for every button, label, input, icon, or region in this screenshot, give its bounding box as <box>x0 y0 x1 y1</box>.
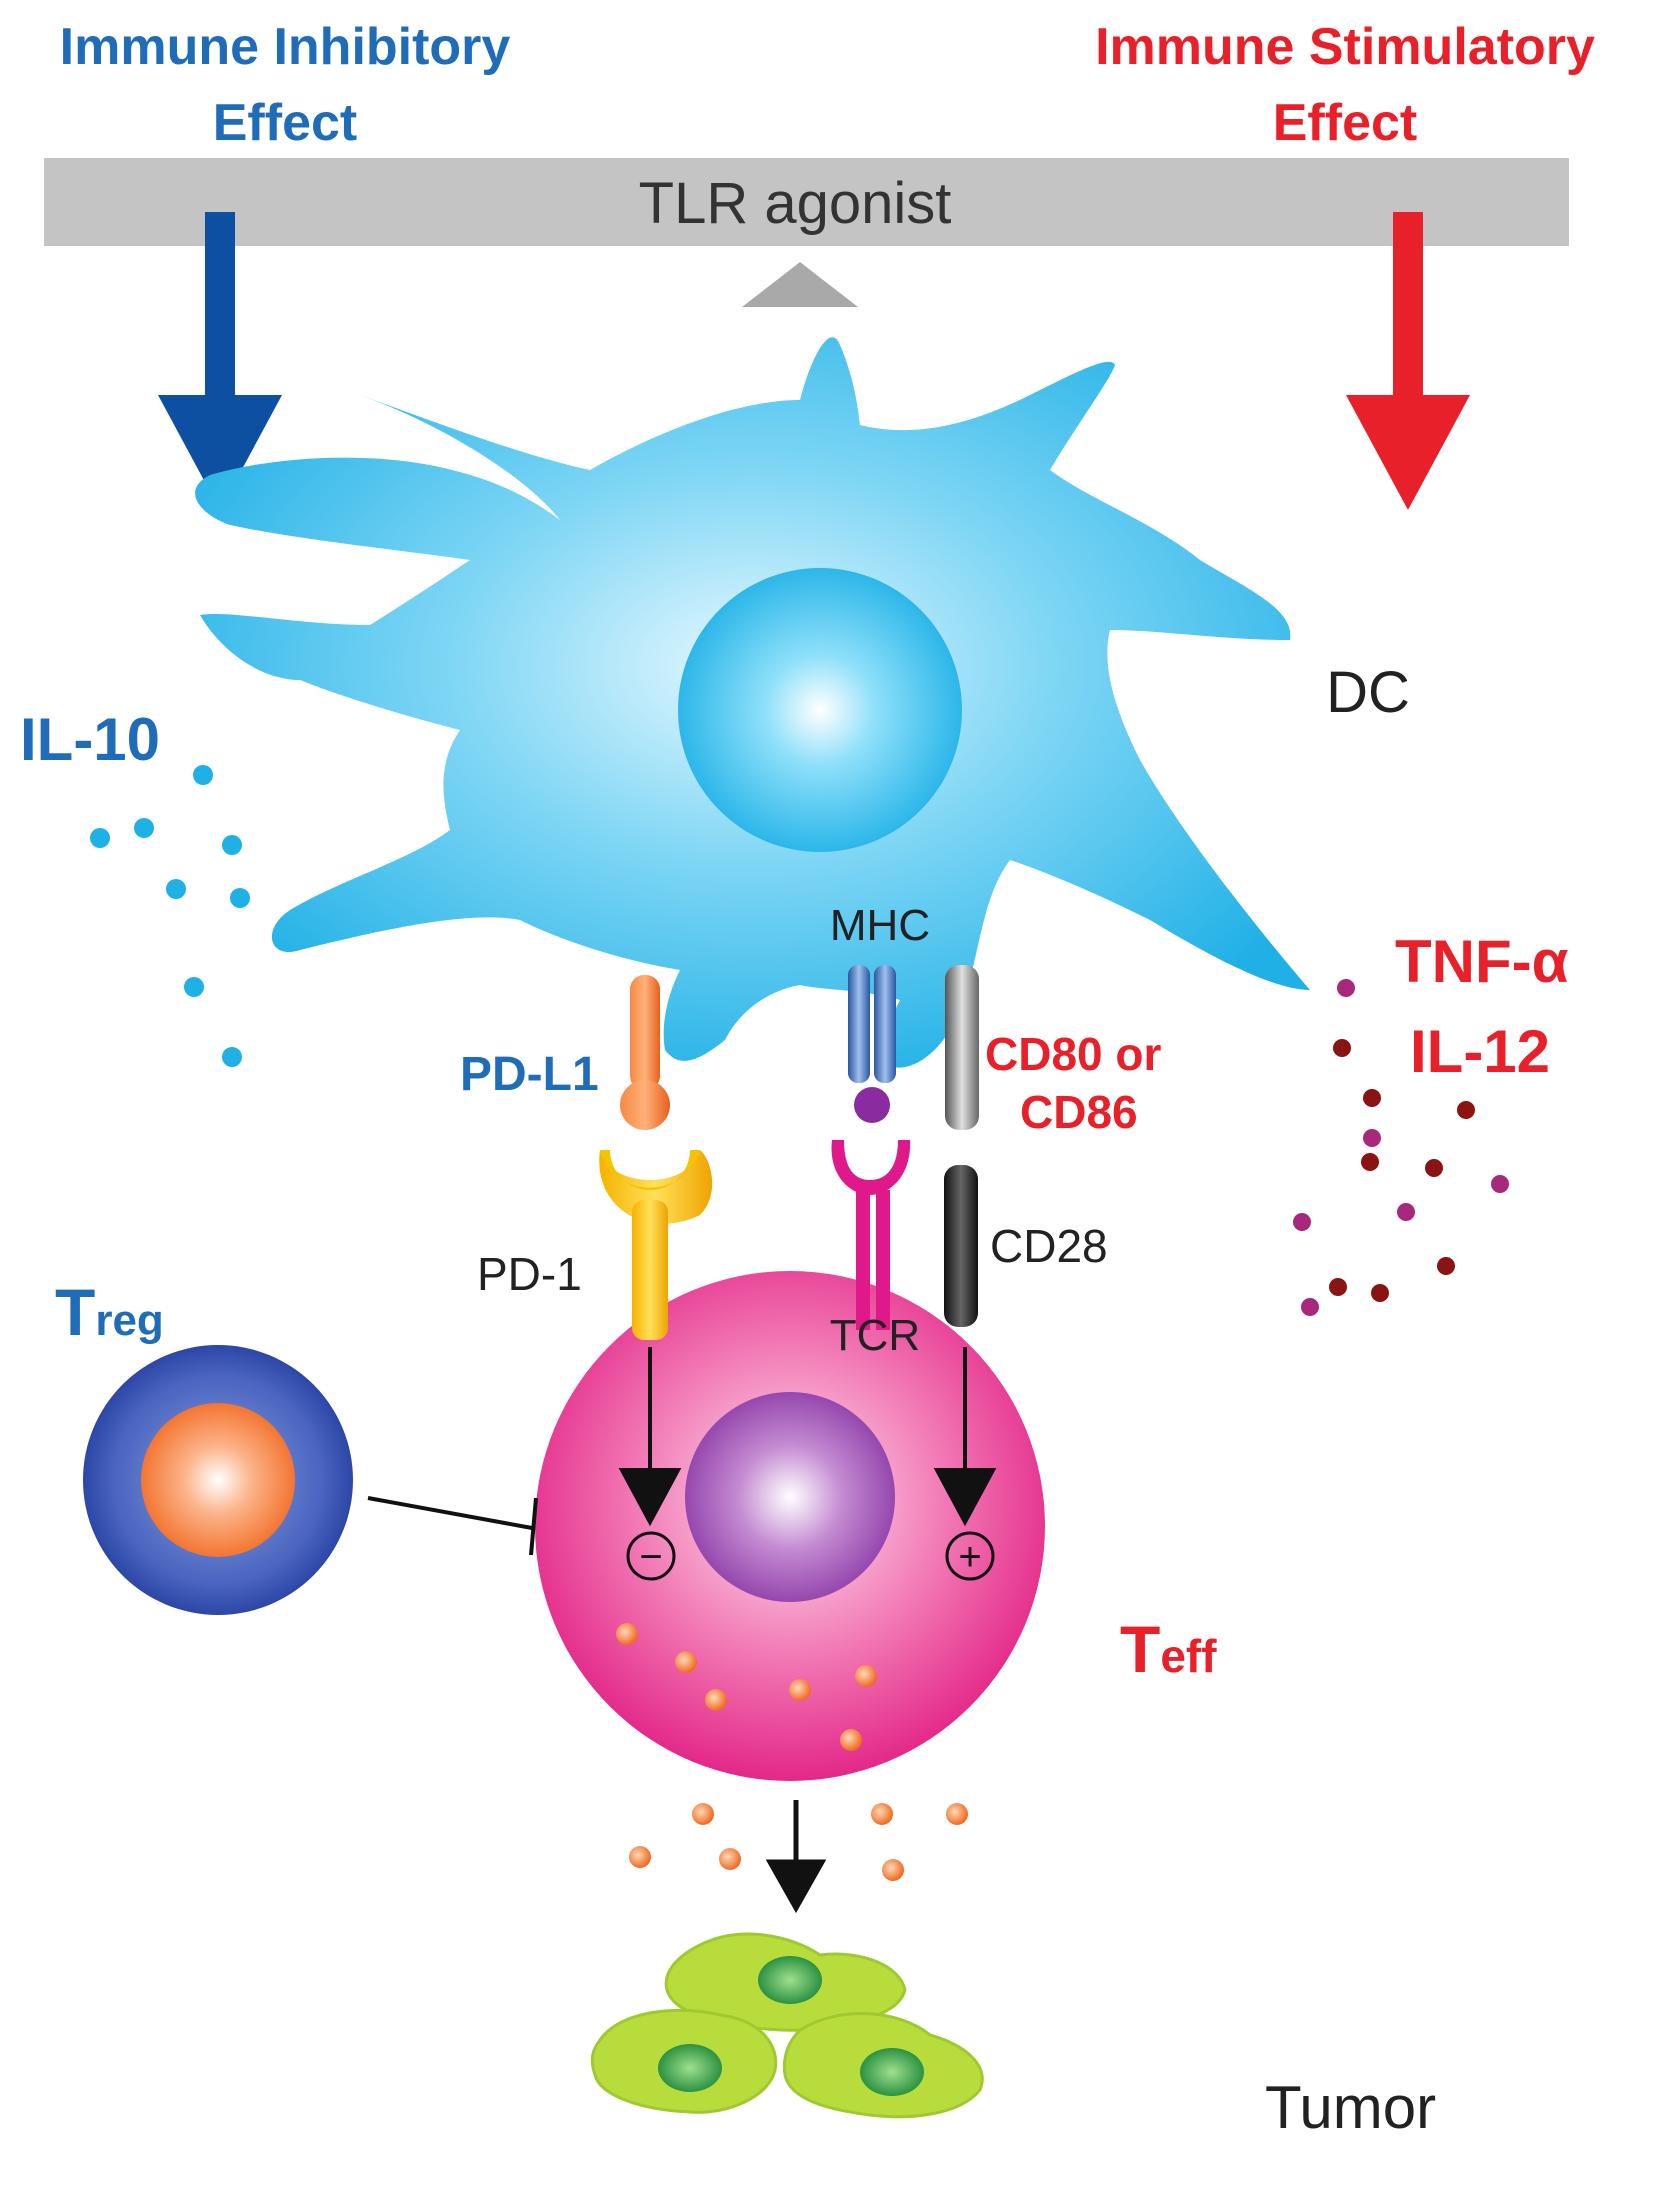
il10-particles <box>90 765 250 1067</box>
stimulatory-title-line2: Effect <box>1273 94 1417 152</box>
stimulatory-arrow <box>1346 212 1470 510</box>
inhibitory-signal-arrow <box>618 1347 682 1527</box>
cd80-receptor <box>945 965 979 1130</box>
treg-inhibition-line <box>367 1496 538 1556</box>
tcr-label: TCR <box>830 1311 920 1360</box>
teff-label: Teff <box>1120 1612 1217 1686</box>
dc-label: DC <box>1326 660 1410 725</box>
tumor-cells <box>590 1932 984 2119</box>
il10-label: IL-10 <box>20 706 160 773</box>
inhibitory-title-line1: Immune Inhibitory <box>60 18 511 76</box>
treg-cell-nucleus <box>141 1403 295 1557</box>
mhc-receptor <box>848 965 896 1123</box>
cd28-receptor <box>944 1165 978 1327</box>
mhc-label: MHC <box>830 901 930 950</box>
il12-label: IL-12 <box>1410 1018 1550 1085</box>
cd28-label: CD28 <box>990 1220 1108 1272</box>
inhibitory-arrow <box>158 212 282 510</box>
cd80-label-line2: CD86 <box>1020 1086 1138 1138</box>
tumor-label: Tumor <box>1265 2074 1436 2141</box>
minus-sign: − <box>626 1531 676 1581</box>
tlr-agonist-triangle <box>742 262 858 307</box>
cytotoxic-arrow <box>765 1800 827 1914</box>
treg-label: Treg <box>55 1275 164 1349</box>
tlr-agonist-bar <box>44 158 1569 246</box>
released-granules <box>629 1803 968 1881</box>
tlr-agonist-label: TLR agonist <box>639 171 952 236</box>
svg-text:+: + <box>958 1535 981 1579</box>
tcr-receptor <box>831 1140 911 1330</box>
pdl1-receptor <box>620 975 670 1130</box>
svg-text:−: − <box>639 1535 662 1579</box>
plus-sign: + <box>945 1531 995 1581</box>
dendritic-cell-nucleus <box>678 568 962 852</box>
stimulatory-signal-arrow <box>933 1347 997 1527</box>
teff-granules <box>616 1623 877 1751</box>
pd1-label: PD-1 <box>477 1248 582 1300</box>
stimulatory-title-line1: Immune Stimulatory <box>1095 18 1595 76</box>
cd80-label-line1: CD80 or <box>985 1028 1161 1080</box>
pdl1-label: PD-L1 <box>460 1048 599 1101</box>
tnf-alpha-label: TNF-α <box>1395 928 1569 995</box>
teff-cell-nucleus <box>685 1392 895 1602</box>
pd1-receptor <box>599 1150 713 1340</box>
inhibitory-title-line2: Effect <box>213 94 357 152</box>
cytokine-particles <box>1293 979 1509 1316</box>
